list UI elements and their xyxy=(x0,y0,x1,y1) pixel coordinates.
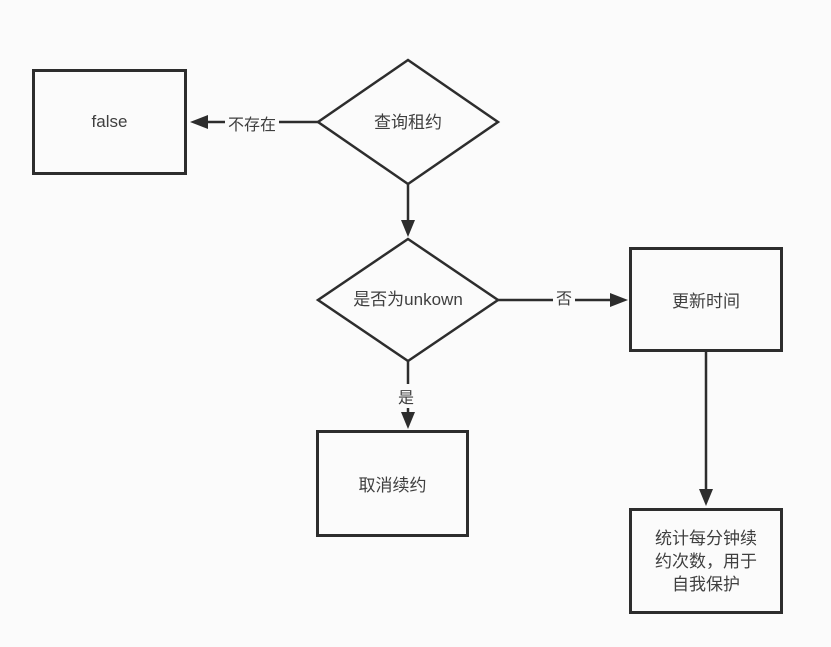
node-cancel-renewal-label: 取消续约 xyxy=(358,476,427,495)
node-false-label: false xyxy=(91,112,128,131)
decision-is-unknown-label: 是否为unkown xyxy=(353,290,463,309)
node-false: false xyxy=(32,69,187,175)
node-count-renewals-label: 统计每分钟续约次数，用于自我保护 xyxy=(655,528,757,594)
edge-label-not-exist: 不存在 xyxy=(224,111,280,135)
decision-query-lease-label: 查询租约 xyxy=(374,113,442,132)
edge-query-to-unknown-arrowhead xyxy=(401,220,415,237)
node-update-time: 更新时间 xyxy=(629,247,783,352)
edge-no-arrowhead xyxy=(610,293,628,307)
edge-yes-arrowhead xyxy=(401,412,415,429)
node-update-time-label: 更新时间 xyxy=(672,292,740,311)
edge-label-yes: 是 xyxy=(394,384,418,408)
edge-not-exist-arrowhead xyxy=(190,115,208,129)
node-count-renewals: 统计每分钟续约次数，用于自我保护 xyxy=(629,508,783,614)
edge-label-no: 否 xyxy=(552,285,576,309)
edge-update-to-count-arrowhead xyxy=(699,489,713,506)
node-cancel-renewal: 取消续约 xyxy=(316,430,469,537)
